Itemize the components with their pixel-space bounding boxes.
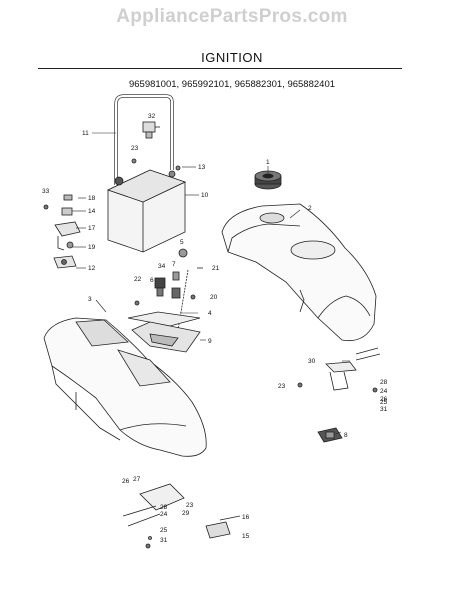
callout-23-top: 23 xyxy=(131,145,139,152)
watermark: AppliancePartsPros.com xyxy=(116,6,348,27)
callout-30: 30 xyxy=(308,358,316,365)
callout-28-right: 28 xyxy=(380,379,388,386)
callout-10: 10 xyxy=(201,192,209,199)
callout-7: 7 xyxy=(172,261,176,268)
part-clip-8 xyxy=(317,427,343,443)
callout-27: 27 xyxy=(133,476,141,483)
leader-lines xyxy=(72,132,350,435)
callout-15: 15 xyxy=(242,533,250,540)
callout-13: 13 xyxy=(198,164,206,171)
callout-14: 14 xyxy=(88,208,96,215)
callout-23-right: 23 xyxy=(278,383,286,390)
model-numbers: 965981001, 965992101, 965882301, 9658824… xyxy=(128,79,336,90)
callout-12: 12 xyxy=(88,265,96,272)
title-rule xyxy=(38,68,402,69)
part-ignition-switch xyxy=(134,248,203,331)
part-battery xyxy=(106,169,187,253)
callout-33: 33 xyxy=(42,188,50,195)
callout-25-bottom: 25 xyxy=(160,527,168,534)
callout-32: 32 xyxy=(148,113,156,120)
part-battery-cable xyxy=(114,94,174,185)
callout-9: 9 xyxy=(208,338,212,345)
page-title: IGNITION xyxy=(201,50,263,65)
callout-23-bottom: 23 xyxy=(186,502,194,509)
callout-26-right: 26 xyxy=(380,396,388,403)
callout-17: 17 xyxy=(88,225,96,232)
part-bottom-bracket xyxy=(122,483,185,549)
callout-11: 11 xyxy=(82,130,89,137)
part-control-panel xyxy=(127,311,201,353)
callout-8: 8 xyxy=(344,432,348,439)
part-battery-bolts xyxy=(131,158,181,171)
callout-5: 5 xyxy=(180,239,184,246)
part-fuel-cap xyxy=(254,170,282,190)
callout-24-bottom: 24 xyxy=(160,511,168,518)
callout-28-bottom: 28 xyxy=(160,504,168,511)
callout-2: 2 xyxy=(308,205,312,212)
part-left-bracket xyxy=(43,194,81,269)
callout-3: 3 xyxy=(88,296,92,303)
callout-labels: 1 2 3 4 5 6 7 8 9 10 11 12 13 14 15 16 1… xyxy=(42,113,388,544)
callout-34: 34 xyxy=(158,263,166,270)
callout-25-right: 25 xyxy=(380,399,388,406)
part-right-bracket xyxy=(297,347,381,393)
callout-19: 19 xyxy=(88,244,96,251)
part-connector-15 xyxy=(205,515,241,539)
callout-16: 16 xyxy=(242,514,250,521)
callout-4: 4 xyxy=(208,310,212,317)
part-rear-fender xyxy=(221,203,377,342)
callout-26-bottom: 26 xyxy=(122,478,130,485)
callout-6: 6 xyxy=(150,277,154,284)
callout-18: 18 xyxy=(88,195,96,202)
callout-21: 21 xyxy=(212,265,220,272)
callout-20: 20 xyxy=(210,294,218,301)
callout-31-bottom: 31 xyxy=(160,537,168,544)
callout-1: 1 xyxy=(266,159,270,166)
callout-29: 29 xyxy=(182,510,190,517)
callout-24-right: 24 xyxy=(380,388,388,395)
callout-31-right: 31 xyxy=(380,406,388,413)
part-solenoid xyxy=(142,121,160,139)
callout-22: 22 xyxy=(134,276,142,283)
part-front-body xyxy=(43,317,207,457)
